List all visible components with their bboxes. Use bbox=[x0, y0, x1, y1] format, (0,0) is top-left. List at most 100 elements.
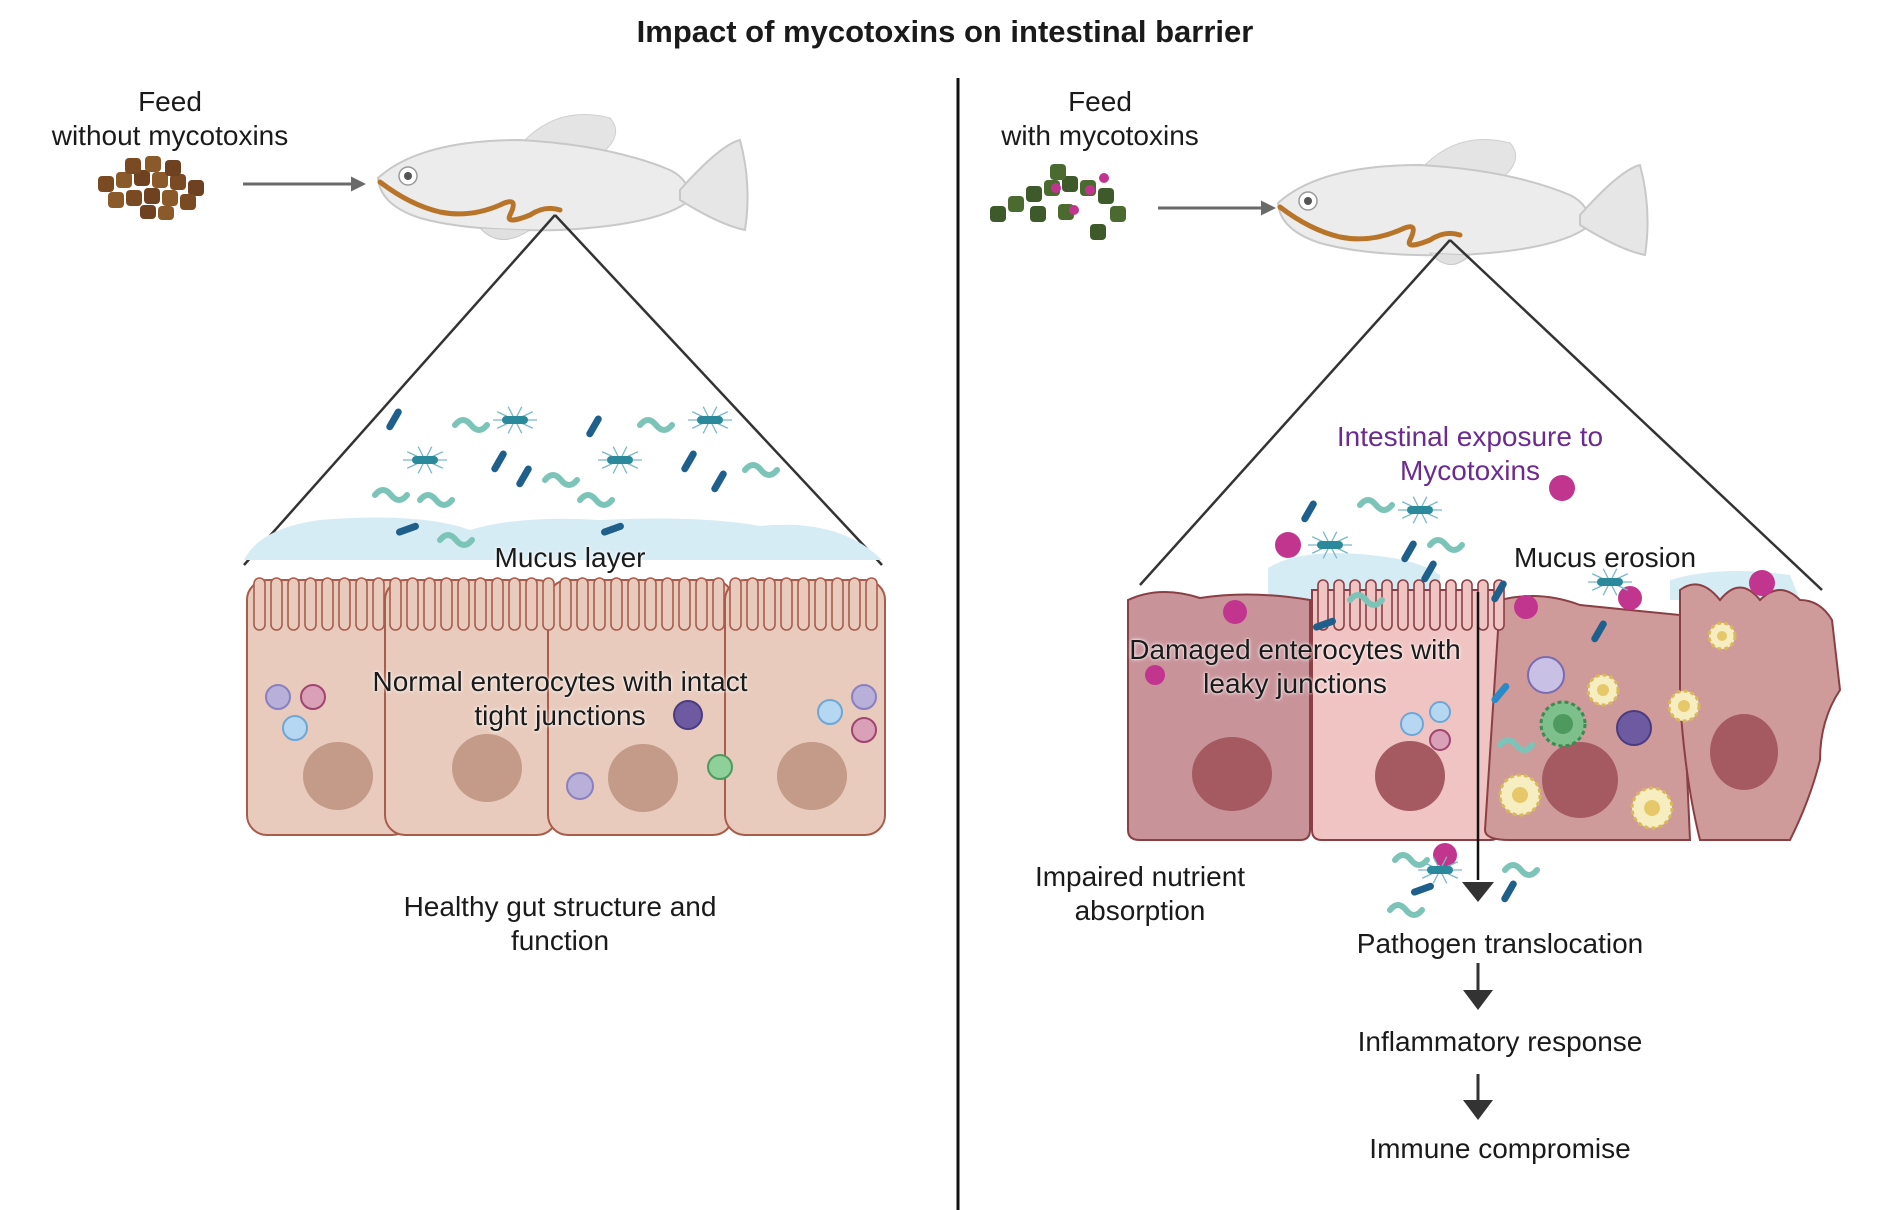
bacterium-rod-icon bbox=[1501, 880, 1517, 903]
microvillus bbox=[253, 577, 266, 631]
exposure-line2: Mycotoxins bbox=[1399, 455, 1541, 486]
immune-cells bbox=[265, 684, 877, 800]
microvillus bbox=[1349, 579, 1361, 631]
bacterium-flagellated-icon bbox=[1398, 496, 1442, 524]
damaged-enterocytes-label: Damaged enterocytes with leaky junctions bbox=[1110, 633, 1480, 701]
bacterium-rod-icon bbox=[386, 408, 402, 431]
microvillus bbox=[593, 577, 606, 631]
normal-enterocytes-line2: tight junctions bbox=[474, 700, 646, 731]
cascade-step: Immune compromise bbox=[1369, 1133, 1631, 1164]
microvillus bbox=[508, 577, 521, 631]
microvillus bbox=[457, 577, 470, 631]
healthy-outcome-line1: Healthy gut structure and bbox=[403, 891, 717, 922]
bacterium-curved-icon bbox=[542, 472, 580, 488]
bacterium-rod-icon bbox=[1591, 620, 1607, 643]
nucleus bbox=[1192, 714, 1778, 818]
microvillus bbox=[559, 577, 572, 631]
zoom-line bbox=[1139, 239, 1451, 586]
bacterium-rod-icon bbox=[681, 450, 697, 473]
bacterium-curved-icon bbox=[742, 462, 780, 478]
bacterium-rod-icon bbox=[516, 465, 532, 488]
right-feed-label: Feed with mycotoxins bbox=[980, 85, 1220, 153]
microvillus bbox=[678, 577, 691, 631]
damaged-enterocytes-line1: Damaged enterocytes with bbox=[1129, 634, 1461, 665]
bacterium-curved-icon bbox=[452, 417, 490, 433]
bacterium-flagellated-icon bbox=[1308, 531, 1352, 559]
bacteria-cluster bbox=[372, 406, 780, 548]
microvillus bbox=[831, 577, 844, 631]
healthy-enterocytes bbox=[246, 579, 886, 836]
bacterium-curved-icon bbox=[1497, 737, 1535, 753]
microvillus bbox=[729, 577, 742, 631]
bacterium-curved-icon bbox=[1357, 497, 1395, 513]
microvillus bbox=[848, 577, 861, 631]
microvillus bbox=[406, 577, 419, 631]
microvillus bbox=[321, 577, 334, 631]
exposure-label: Intestinal exposure to Mycotoxins bbox=[1300, 420, 1640, 488]
microvillus bbox=[525, 577, 538, 631]
bacterium-flagellated-icon bbox=[1418, 856, 1462, 884]
nutrient-absorption-label: Impaired nutrient absorption bbox=[1010, 860, 1270, 928]
bacterium-rod-icon bbox=[491, 450, 507, 473]
microvillus bbox=[355, 577, 368, 631]
microvillus bbox=[763, 577, 776, 631]
cascade-step: Pathogen translocation bbox=[1356, 928, 1644, 959]
inflammatory-cells bbox=[1400, 621, 1737, 830]
bacterium-curved-icon bbox=[1427, 537, 1465, 553]
microvillus bbox=[389, 577, 402, 631]
bacteria-cluster bbox=[1301, 496, 1632, 918]
microvillus bbox=[440, 577, 453, 631]
bacterium-curved-icon bbox=[577, 492, 615, 508]
bacterium-flagellated-icon bbox=[403, 446, 447, 474]
bacterium-curved-icon bbox=[1387, 902, 1425, 918]
nutrient-line1: Impaired nutrient bbox=[1034, 861, 1246, 892]
right-feed-line2: with mycotoxins bbox=[1001, 120, 1199, 151]
left-feed-line1: Feed bbox=[138, 86, 202, 117]
bacterium-curved-icon bbox=[1347, 592, 1385, 608]
microvillus bbox=[712, 577, 725, 631]
cascade-arrows bbox=[1463, 963, 1493, 1120]
microvillus bbox=[1445, 579, 1457, 631]
microvillus bbox=[338, 577, 351, 631]
normal-enterocytes-label: Normal enterocytes with intact tight jun… bbox=[320, 665, 800, 733]
microvillus bbox=[474, 577, 487, 631]
left-feed-label: Feed without mycotoxins bbox=[40, 85, 300, 153]
microvillus bbox=[372, 577, 385, 631]
bacterium-rod-icon bbox=[1312, 617, 1336, 631]
bacterium-flagellated-icon bbox=[598, 446, 642, 474]
bacterium-rod-icon bbox=[1301, 500, 1317, 523]
microvillus bbox=[1429, 579, 1441, 631]
feed-pellets-icon bbox=[98, 156, 204, 220]
damaged-enterocytes-line2: leaky junctions bbox=[1203, 668, 1387, 699]
bacterium-rod-icon bbox=[1401, 540, 1417, 563]
nutrient-line2: absorption bbox=[1074, 895, 1206, 926]
bacterium-rod-icon bbox=[1491, 683, 1510, 704]
mucus-erosion-label: Mucus erosion bbox=[1513, 542, 1697, 573]
microvillus bbox=[661, 577, 674, 631]
bacterium-curved-icon bbox=[1392, 852, 1430, 868]
microvillus bbox=[780, 577, 793, 631]
exposure-line1: Intestinal exposure to bbox=[1336, 421, 1604, 452]
microvillus bbox=[287, 577, 300, 631]
bacterium-flagellated-icon bbox=[688, 406, 732, 434]
normal-enterocytes-line1: Normal enterocytes with intact bbox=[372, 666, 748, 697]
bacterium-rod-icon bbox=[1491, 580, 1507, 603]
microvillus bbox=[423, 577, 436, 631]
microvilli bbox=[253, 577, 878, 631]
zoom-line bbox=[1449, 239, 1823, 591]
mycotoxin-particles bbox=[1145, 475, 1775, 867]
microvillus bbox=[865, 577, 878, 631]
bacterium-rod-icon bbox=[586, 415, 602, 438]
zoom-line bbox=[243, 214, 556, 566]
bacterium-rod-icon bbox=[1410, 882, 1434, 896]
bacterium-curved-icon bbox=[437, 532, 475, 548]
microvillus bbox=[1413, 579, 1425, 631]
microvillus bbox=[627, 577, 640, 631]
fish-icon bbox=[376, 114, 749, 240]
microvillus bbox=[542, 577, 555, 631]
bacterium-rod-icon bbox=[600, 522, 624, 536]
bacterium-curved-icon bbox=[637, 417, 675, 433]
bacterium-curved-icon bbox=[372, 487, 410, 503]
microvillus bbox=[1397, 579, 1409, 631]
bacterium-rod-icon bbox=[1421, 560, 1437, 583]
